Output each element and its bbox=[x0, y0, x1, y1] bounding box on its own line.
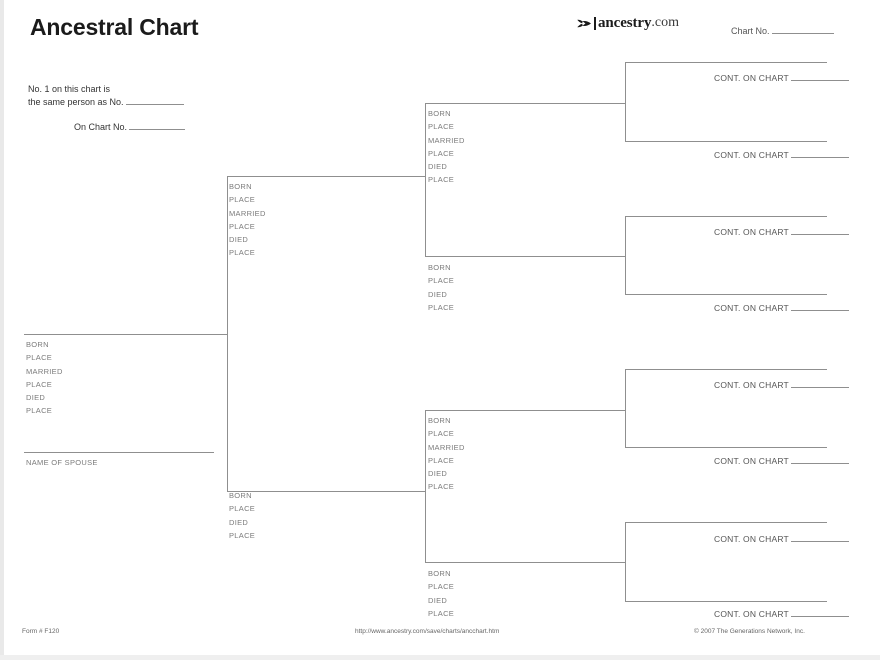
cont-on-chart-3[interactable]: CONT. ON CHART bbox=[714, 227, 849, 237]
cont-label: CONT. ON CHART bbox=[714, 73, 789, 83]
logo-wordmark: ancestry bbox=[598, 14, 652, 31]
footer-url[interactable]: http://www.ancestry.com/save/charts/ancc… bbox=[355, 628, 500, 635]
cont-blank[interactable] bbox=[790, 234, 849, 235]
cont-blank[interactable] bbox=[790, 157, 849, 158]
fact-married: MARRIED bbox=[428, 135, 465, 145]
fact-place-3: PLACE bbox=[229, 248, 256, 258]
fact-married: MARRIED bbox=[26, 366, 63, 376]
fact-place-3: PLACE bbox=[428, 482, 455, 492]
fact-born: BORN bbox=[428, 109, 451, 118]
same-person-line-1: No. 1 on this chart is bbox=[28, 84, 111, 94]
ancestry-leaf-icon bbox=[577, 19, 591, 27]
fact-place-2: PLACE bbox=[229, 530, 256, 540]
page-title: Ancestral Chart bbox=[30, 14, 199, 40]
fact-died: DIED bbox=[229, 517, 249, 527]
cont-blank[interactable] bbox=[790, 616, 849, 617]
fact-place-3: PLACE bbox=[26, 406, 53, 416]
cont-label: CONT. ON CHART bbox=[714, 303, 789, 313]
fact-place-2: PLACE bbox=[26, 379, 53, 389]
footer-form-number: Form # F120 bbox=[22, 628, 60, 635]
fact-died: DIED bbox=[428, 595, 448, 605]
fact-died: DIED bbox=[229, 235, 249, 245]
fact-born: BORN bbox=[26, 340, 49, 349]
person-6-maternal-grandfather-facts: BORN PLACE MARRIED PLACE DIED PLACE bbox=[428, 414, 465, 494]
page-edge-shadow-left bbox=[0, 0, 4, 660]
fact-born: BORN bbox=[428, 416, 451, 425]
cont-label: CONT. ON CHART bbox=[714, 227, 789, 237]
cont-blank[interactable] bbox=[790, 541, 849, 542]
person-7-maternal-grandmother-facts: BORN PLACE DIED PLACE bbox=[428, 567, 454, 620]
cont-blank[interactable] bbox=[790, 310, 849, 311]
fact-died: DIED bbox=[428, 469, 448, 479]
fact-married: MARRIED bbox=[428, 442, 465, 452]
fact-place: PLACE bbox=[229, 195, 256, 205]
fact-place: PLACE bbox=[26, 353, 53, 363]
fact-died: DIED bbox=[428, 162, 448, 172]
cont-label: CONT. ON CHART bbox=[714, 380, 789, 390]
cont-blank[interactable] bbox=[790, 80, 849, 81]
fact-born: BORN bbox=[428, 263, 451, 272]
fact-died: DIED bbox=[428, 289, 448, 299]
fact-place-3: PLACE bbox=[428, 175, 455, 185]
same-person-no-blank[interactable] bbox=[125, 104, 184, 105]
fact-born: BORN bbox=[229, 182, 252, 191]
ancestry-logo: ancestry.com bbox=[576, 14, 679, 32]
footer-copyright: © 2007 The Generations Network, Inc. bbox=[694, 628, 805, 635]
on-chart-no-blank[interactable] bbox=[129, 129, 186, 130]
chart-no-label: Chart No. bbox=[731, 26, 770, 36]
fact-place-2: PLACE bbox=[229, 221, 256, 231]
on-chart-no-label: On Chart No. bbox=[74, 122, 128, 132]
logo-tld: .com bbox=[651, 15, 679, 30]
cont-label: CONT. ON CHART bbox=[714, 456, 789, 466]
fact-born: BORN bbox=[428, 569, 451, 578]
on-chart-no-field[interactable]: On Chart No. bbox=[74, 122, 186, 132]
same-person-line-2: the same person as No. bbox=[28, 97, 124, 107]
fact-place-2: PLACE bbox=[428, 302, 455, 312]
cont-on-chart-2[interactable]: CONT. ON CHART bbox=[714, 150, 849, 160]
fact-place: PLACE bbox=[229, 504, 256, 514]
fact-born: BORN bbox=[229, 491, 252, 500]
cont-label: CONT. ON CHART bbox=[714, 150, 789, 160]
fact-place: PLACE bbox=[428, 122, 455, 132]
cont-on-chart-1[interactable]: CONT. ON CHART bbox=[714, 73, 849, 83]
cont-on-chart-7[interactable]: CONT. ON CHART bbox=[714, 534, 849, 544]
cont-blank[interactable] bbox=[790, 387, 849, 388]
person-1-self-facts: BORN PLACE MARRIED PLACE DIED PLACE bbox=[26, 338, 63, 418]
chart-no-blank[interactable] bbox=[771, 33, 834, 34]
fact-place: PLACE bbox=[428, 429, 455, 439]
cont-on-chart-6[interactable]: CONT. ON CHART bbox=[714, 456, 849, 466]
fact-place-2: PLACE bbox=[428, 148, 455, 158]
chart-no-field[interactable]: Chart No. bbox=[731, 26, 834, 36]
fact-died: DIED bbox=[26, 393, 46, 403]
person-5-paternal-grandmother-facts: BORN PLACE DIED PLACE bbox=[428, 261, 454, 314]
same-person-line-2-row: the same person as No. bbox=[28, 96, 184, 109]
cont-label: CONT. ON CHART bbox=[714, 609, 789, 619]
fact-place: PLACE bbox=[428, 582, 455, 592]
fact-place: PLACE bbox=[428, 276, 455, 286]
cont-blank[interactable] bbox=[790, 463, 849, 464]
cont-on-chart-4[interactable]: CONT. ON CHART bbox=[714, 303, 849, 313]
fact-place-2: PLACE bbox=[428, 608, 455, 618]
fact-place-2: PLACE bbox=[428, 455, 455, 465]
cont-label: CONT. ON CHART bbox=[714, 534, 789, 544]
person-2-father-facts: BORN PLACE MARRIED PLACE DIED PLACE bbox=[229, 180, 266, 260]
person-1-spouse-label: NAME OF SPOUSE bbox=[26, 458, 98, 467]
logo-divider-bar bbox=[594, 16, 596, 30]
person-4-paternal-grandfather-facts: BORN PLACE MARRIED PLACE DIED PLACE bbox=[428, 107, 465, 187]
person-3-mother-facts: BORN PLACE DIED PLACE bbox=[229, 489, 255, 542]
page-edge-shadow-bottom bbox=[0, 655, 880, 660]
fact-married: MARRIED bbox=[229, 208, 266, 218]
same-person-note: No. 1 on this chart is the same person a… bbox=[28, 83, 184, 109]
cont-on-chart-5[interactable]: CONT. ON CHART bbox=[714, 380, 849, 390]
cont-on-chart-8[interactable]: CONT. ON CHART bbox=[714, 609, 849, 619]
